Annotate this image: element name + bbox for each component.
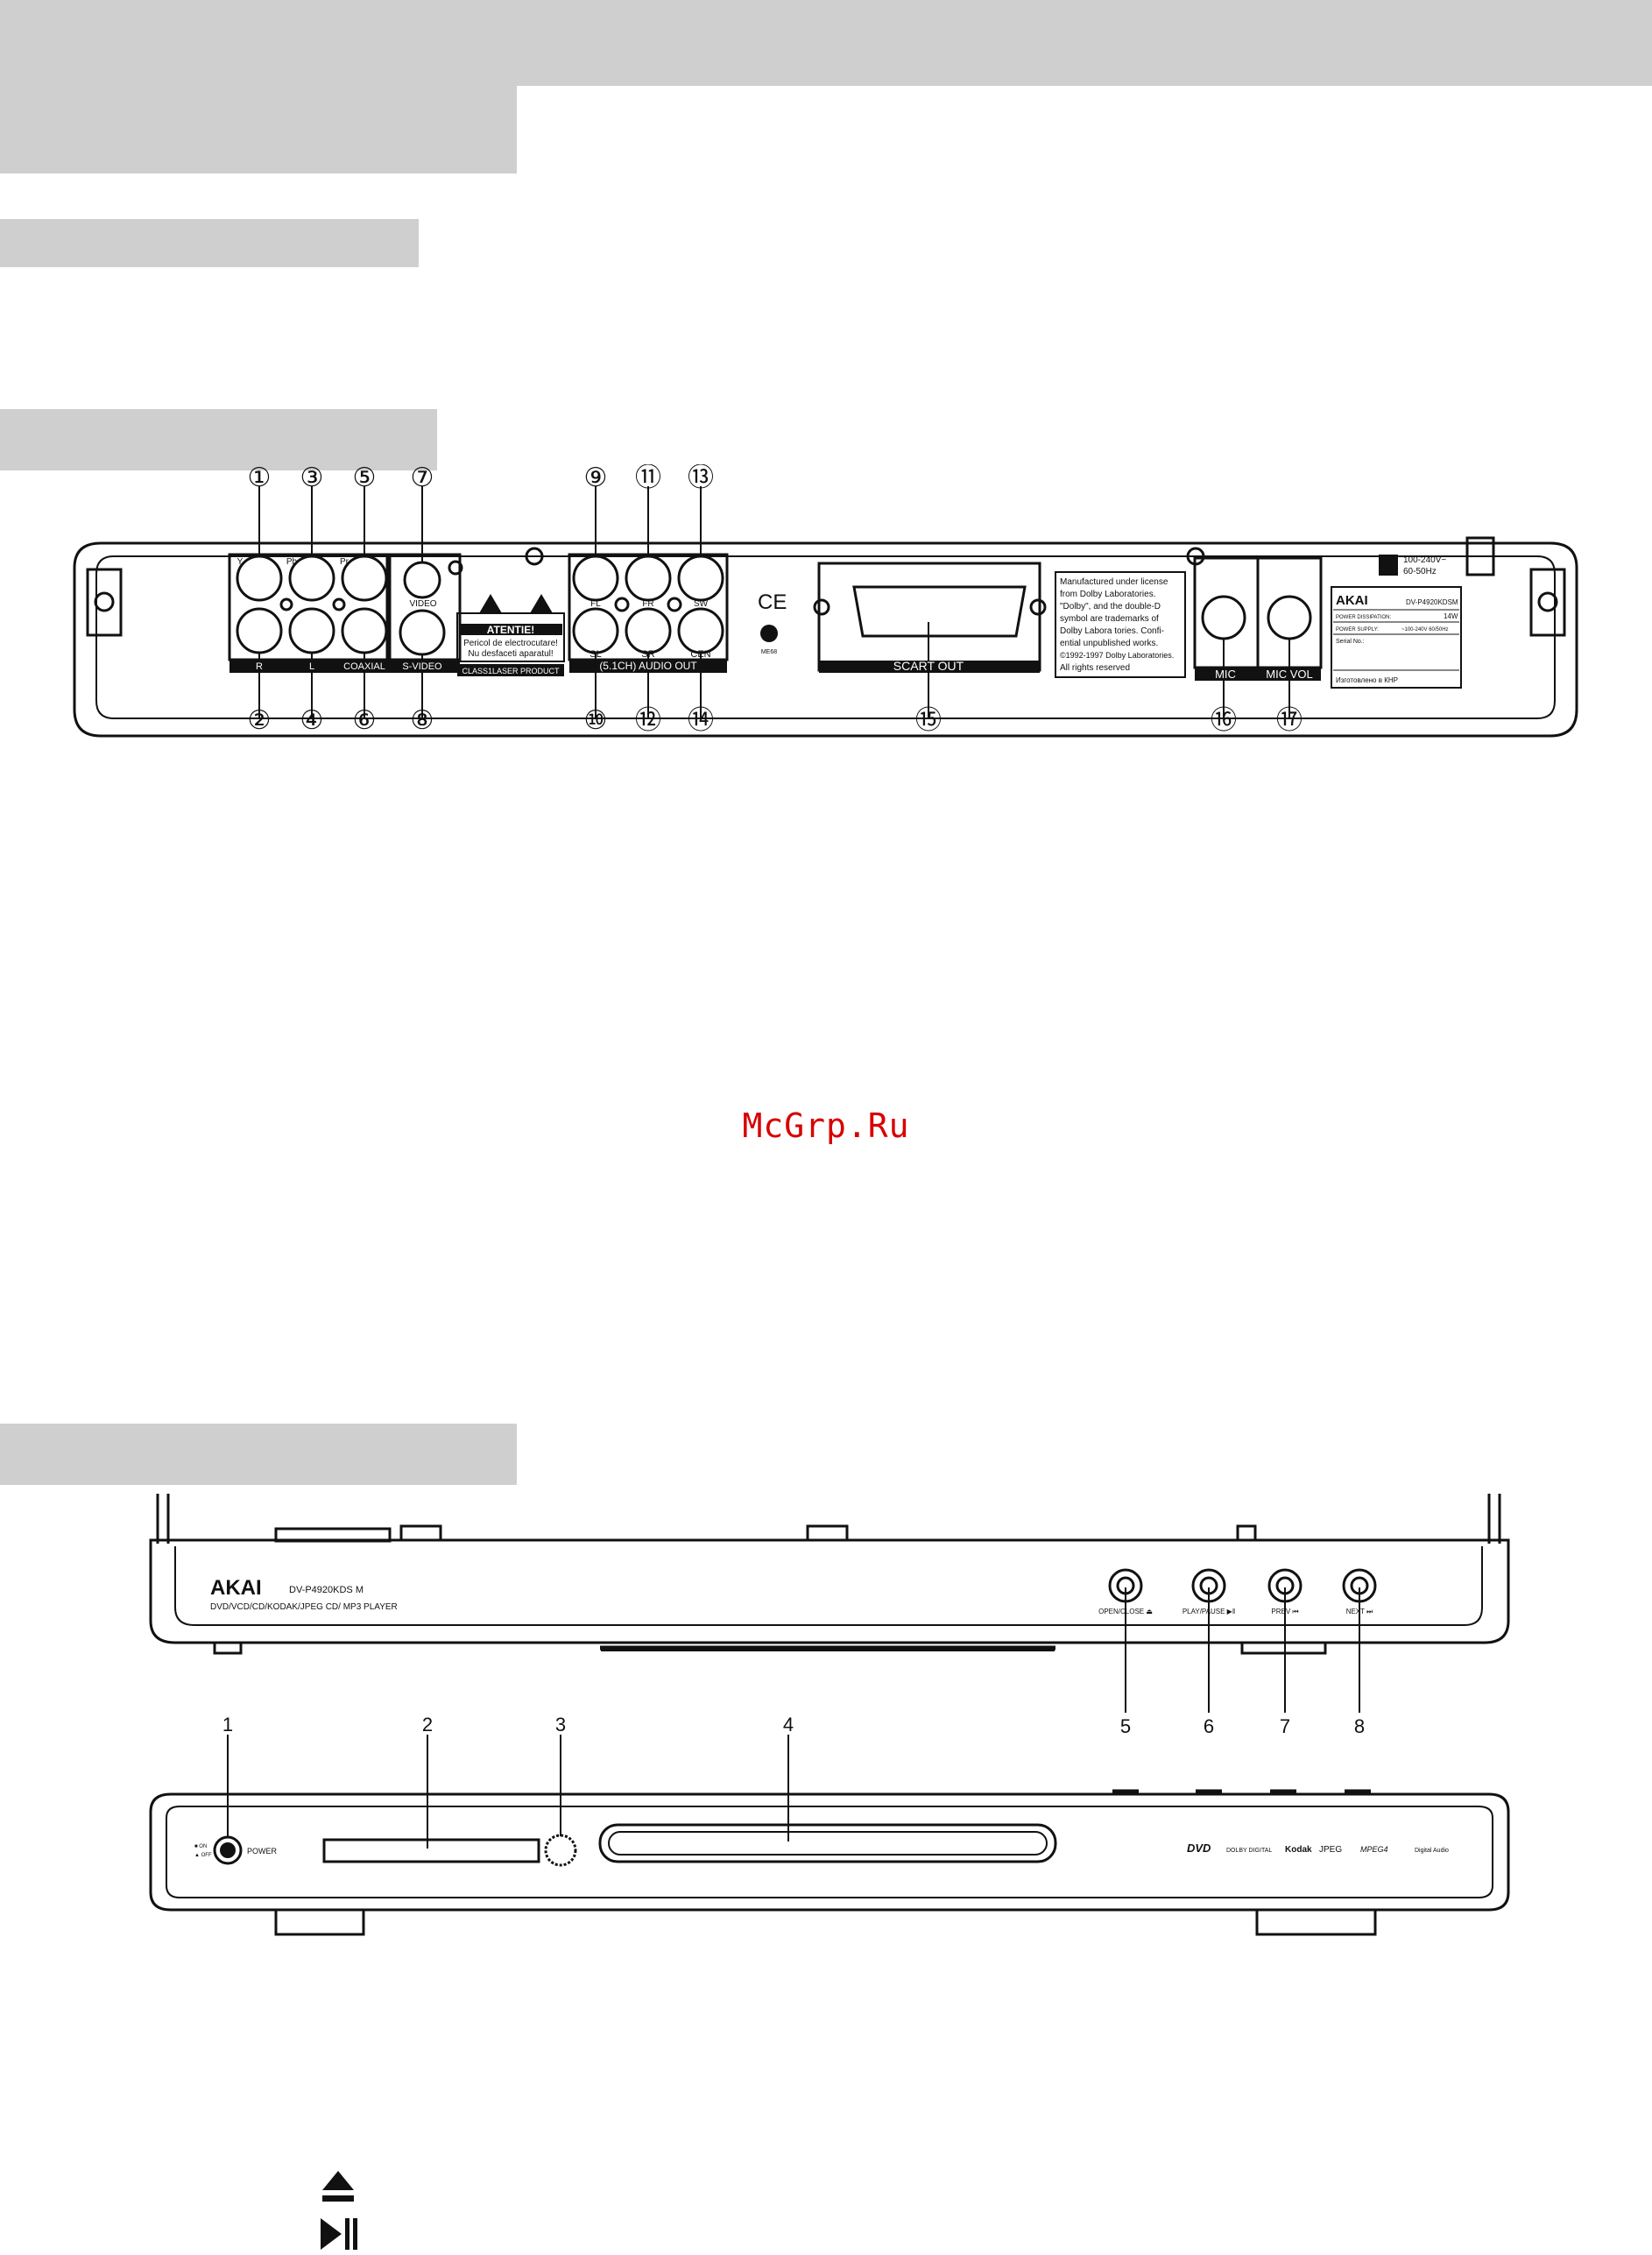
header-block [0,86,517,173]
jack-label-fr: FR [642,599,653,609]
jack-label-r: R [256,661,263,672]
logo-kodak: Kodak [1285,1845,1312,1855]
rear-panel-diagram: ① ③ ⑤ ⑦ ⑨ ⑪ ⑬ ② ④ ⑥ ⑧ ⑩ ⑫ ⑭ ⑮ ⑯ ⑰ Y Pb P… [73,464,1578,738]
power-label: POWER [247,1847,278,1856]
jack-label-l: L [309,661,314,672]
jack-label-video: VIDEO [409,599,436,609]
rating-supply-value: ~100-240V 60/50Hz [1401,627,1449,633]
dolby-notice-line: All rights reserved [1060,663,1130,673]
rating-dissipation-value: 14W [1444,612,1458,620]
warning-line-2: Nu desfaceti aparatul! [468,649,553,659]
mic-vol-label: MIC VOL [1266,668,1312,681]
callout-1: ① [248,464,272,492]
callout-9: ⑨ [584,464,608,492]
callout-8: ⑧ [411,706,434,735]
rating-supply-label: POWER SUPPLY: [1336,627,1379,633]
jack-label-svideo: S-VIDEO [402,661,442,672]
warning-title: ATENTIE! [487,624,534,636]
logo-dolby: DOLBY DIGITAL [1226,1848,1272,1854]
callout-1-front: 1 [222,1714,233,1735]
audio-out-label: (5.1CH) AUDIO OUT [599,660,697,672]
eject-icon [322,2171,354,2202]
jack-label-sw: SW [694,599,709,609]
jack-label-fl: FL [590,599,601,609]
pct-mark: ME68 [761,649,777,655]
front-panel-diagram: AKAI DV-P4920KDS M DVD/VCD/CD/KODAK/JPEG… [149,1494,1510,1936]
callout-8-front: 8 [1354,1715,1365,1737]
jack-label-y: Y [237,557,244,567]
callout-11: ⑪ [635,464,661,492]
mic-label: MIC [1215,668,1236,681]
callout-12: ⑫ [635,706,661,735]
ce-mark: CE [758,590,787,614]
callout-3-front: 3 [555,1714,566,1735]
play-pause-icon [321,2218,357,2250]
jack-label-pb: Pb [286,557,298,567]
scart-out-label: SCART OUT [893,659,964,673]
dolby-notice-line: symbol are trademarks of [1060,614,1159,624]
jack-label-pr: Pr [340,557,349,567]
callout-3: ③ [300,464,324,492]
power-on-label: ■ ON [194,1844,207,1849]
dolby-notice-line: ©1992-1997 Dolby Laboratories. [1060,651,1174,660]
logo-dvd: DVD [1187,1841,1211,1855]
front-model: DV-P4920KDS M [289,1585,364,1595]
top-banner [0,0,1652,86]
callout-16: ⑯ [1211,706,1237,735]
logo-digital-audio: Digital Audio [1415,1848,1449,1854]
section-bar-front [0,1424,517,1485]
callout-2: ② [248,706,272,735]
rating-made-in: Изготовлено в КНР [1336,676,1398,684]
callout-6: ⑥ [353,706,377,735]
dolby-notice-line: Manufactured under license [1060,577,1168,587]
jack-label-cen: CEN [690,649,710,660]
section-bar-1 [0,219,419,267]
front-brand: AKAI [210,1576,262,1600]
warning-line-1: Pericol de electrocutare! [463,639,558,648]
jack-label-sl: SL [589,649,601,660]
callout-5: ⑤ [353,464,377,492]
open-close-label: OPEN/CLOSE ⏏ [1098,1608,1153,1615]
callout-14: ⑭ [688,706,714,735]
callout-7: ⑦ [411,464,434,492]
callout-2-front: 2 [422,1714,433,1735]
dolby-notice-line: "Dolby", and the double-D [1060,602,1161,611]
laser-class-label: CLASS1LASER PRODUCT [462,667,560,675]
next-label: NEXT ⏭ [1346,1608,1373,1615]
power-input-line: 100-240V~ [1403,555,1446,565]
callout-5-front: 5 [1120,1715,1131,1737]
section-bar-rear [0,409,437,470]
jack-label-sr: SR [641,649,654,660]
rating-dissipation-label: POWER DISSIPATION: [1336,615,1391,620]
callout-4-front: 4 [783,1714,794,1735]
logo-jpeg: JPEG [1319,1845,1342,1855]
front-formats: DVD/VCD/CD/KODAK/JPEG CD/ MP3 PLAYER [210,1602,398,1612]
logo-mpeg4: MPEG4 [1360,1845,1388,1854]
play-pause-label: PLAY/PAUSE ▶‖ [1183,1608,1235,1615]
callout-13: ⑬ [688,464,714,492]
jack-label-coaxial: COAXIAL [343,661,385,672]
callout-6-front: 6 [1204,1715,1214,1737]
dolby-notice-line: Dolby Labora tories. Confi- [1060,626,1164,636]
callout-7-front: 7 [1280,1715,1290,1737]
dolby-notice-line: from Dolby Laboratories. [1060,590,1156,599]
watermark: McGrp.Ru [742,1106,910,1145]
callout-17: ⑰ [1276,706,1303,735]
dolby-notice-line: ential unpublished works. [1060,639,1158,648]
power-input-line: 60-50Hz [1403,567,1437,576]
rating-serial-label: Serial No.: [1336,639,1365,645]
prev-label: PREV ⏮ [1271,1608,1298,1615]
rating-model: DV-P4920KDSM [1406,598,1458,606]
rating-brand: AKAI [1336,593,1368,608]
callout-4: ④ [300,706,324,735]
callout-10: ⑩ [584,706,608,735]
callout-15: ⑮ [915,706,942,735]
power-off-label: ▲ OFF [194,1853,212,1858]
